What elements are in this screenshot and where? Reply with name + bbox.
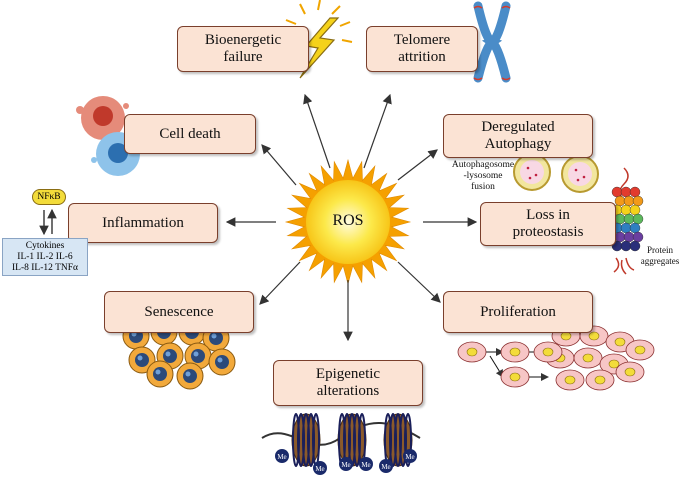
box-label: Proliferation bbox=[480, 303, 556, 320]
box-label: Senescence bbox=[144, 303, 214, 320]
methyl-label: Me bbox=[341, 461, 350, 469]
box-telomere-attrition: Telomere attrition bbox=[366, 26, 478, 72]
box-label: Epigenetic alterations bbox=[315, 366, 381, 399]
box-cell-death: Cell death bbox=[124, 114, 256, 154]
box-label: Deregulated Autophagy bbox=[481, 119, 555, 152]
box-proliferation: Proliferation bbox=[443, 291, 593, 333]
arrow-proliferation bbox=[397, 261, 441, 303]
box-loss-in-proteostasis: Loss in proteostasis bbox=[480, 202, 616, 246]
box-label: Cell death bbox=[159, 125, 221, 142]
protein-aggregate-icon bbox=[611, 167, 644, 275]
ros-sun-icon bbox=[284, 158, 412, 286]
arrow-cell-death bbox=[261, 144, 297, 186]
vesicles-icon bbox=[513, 153, 599, 193]
methyl-label: Me bbox=[277, 453, 286, 461]
nfkb-arrows bbox=[39, 208, 57, 236]
methyl-label: Me bbox=[405, 453, 414, 461]
box-deregulated-autophagy: Deregulated Autophagy bbox=[443, 114, 593, 158]
box-label: Inflammation bbox=[102, 214, 184, 231]
chromosome-icon bbox=[473, 1, 511, 83]
box-epigenetic-alterations: Epigenetic alterations bbox=[273, 360, 423, 406]
protein-aggregates-label: Protein aggregates bbox=[640, 245, 680, 266]
methyl-label: Me bbox=[381, 463, 390, 471]
proliferating-cells-icon bbox=[457, 325, 655, 391]
arrow-bioenergetic bbox=[303, 93, 331, 169]
methyl-label: Me bbox=[315, 465, 324, 473]
autophagosome-label: Autophagosome -lysosome fusion bbox=[451, 160, 515, 192]
arrows bbox=[225, 93, 478, 342]
arrow-autophagy bbox=[397, 149, 438, 181]
box-inflammation: Inflammation bbox=[68, 203, 218, 243]
box-label: Bioenergetic failure bbox=[204, 32, 282, 65]
ros-label: ROS bbox=[332, 212, 364, 229]
box-senescence: Senescence bbox=[104, 291, 254, 333]
methyl-label: Me bbox=[361, 461, 370, 469]
nfkb-badge: NFκB bbox=[32, 189, 66, 205]
cytokines-box: Cytokines IL-1 IL-2 IL-6 IL-8 IL-12 TNFα bbox=[2, 238, 88, 276]
box-bioenergetic-failure: Bioenergetic failure bbox=[177, 26, 309, 72]
arrow-senescence bbox=[259, 261, 301, 305]
arrow-telomere bbox=[363, 93, 392, 169]
box-label: Loss in proteostasis bbox=[512, 207, 584, 240]
box-label: Telomere attrition bbox=[393, 32, 451, 65]
